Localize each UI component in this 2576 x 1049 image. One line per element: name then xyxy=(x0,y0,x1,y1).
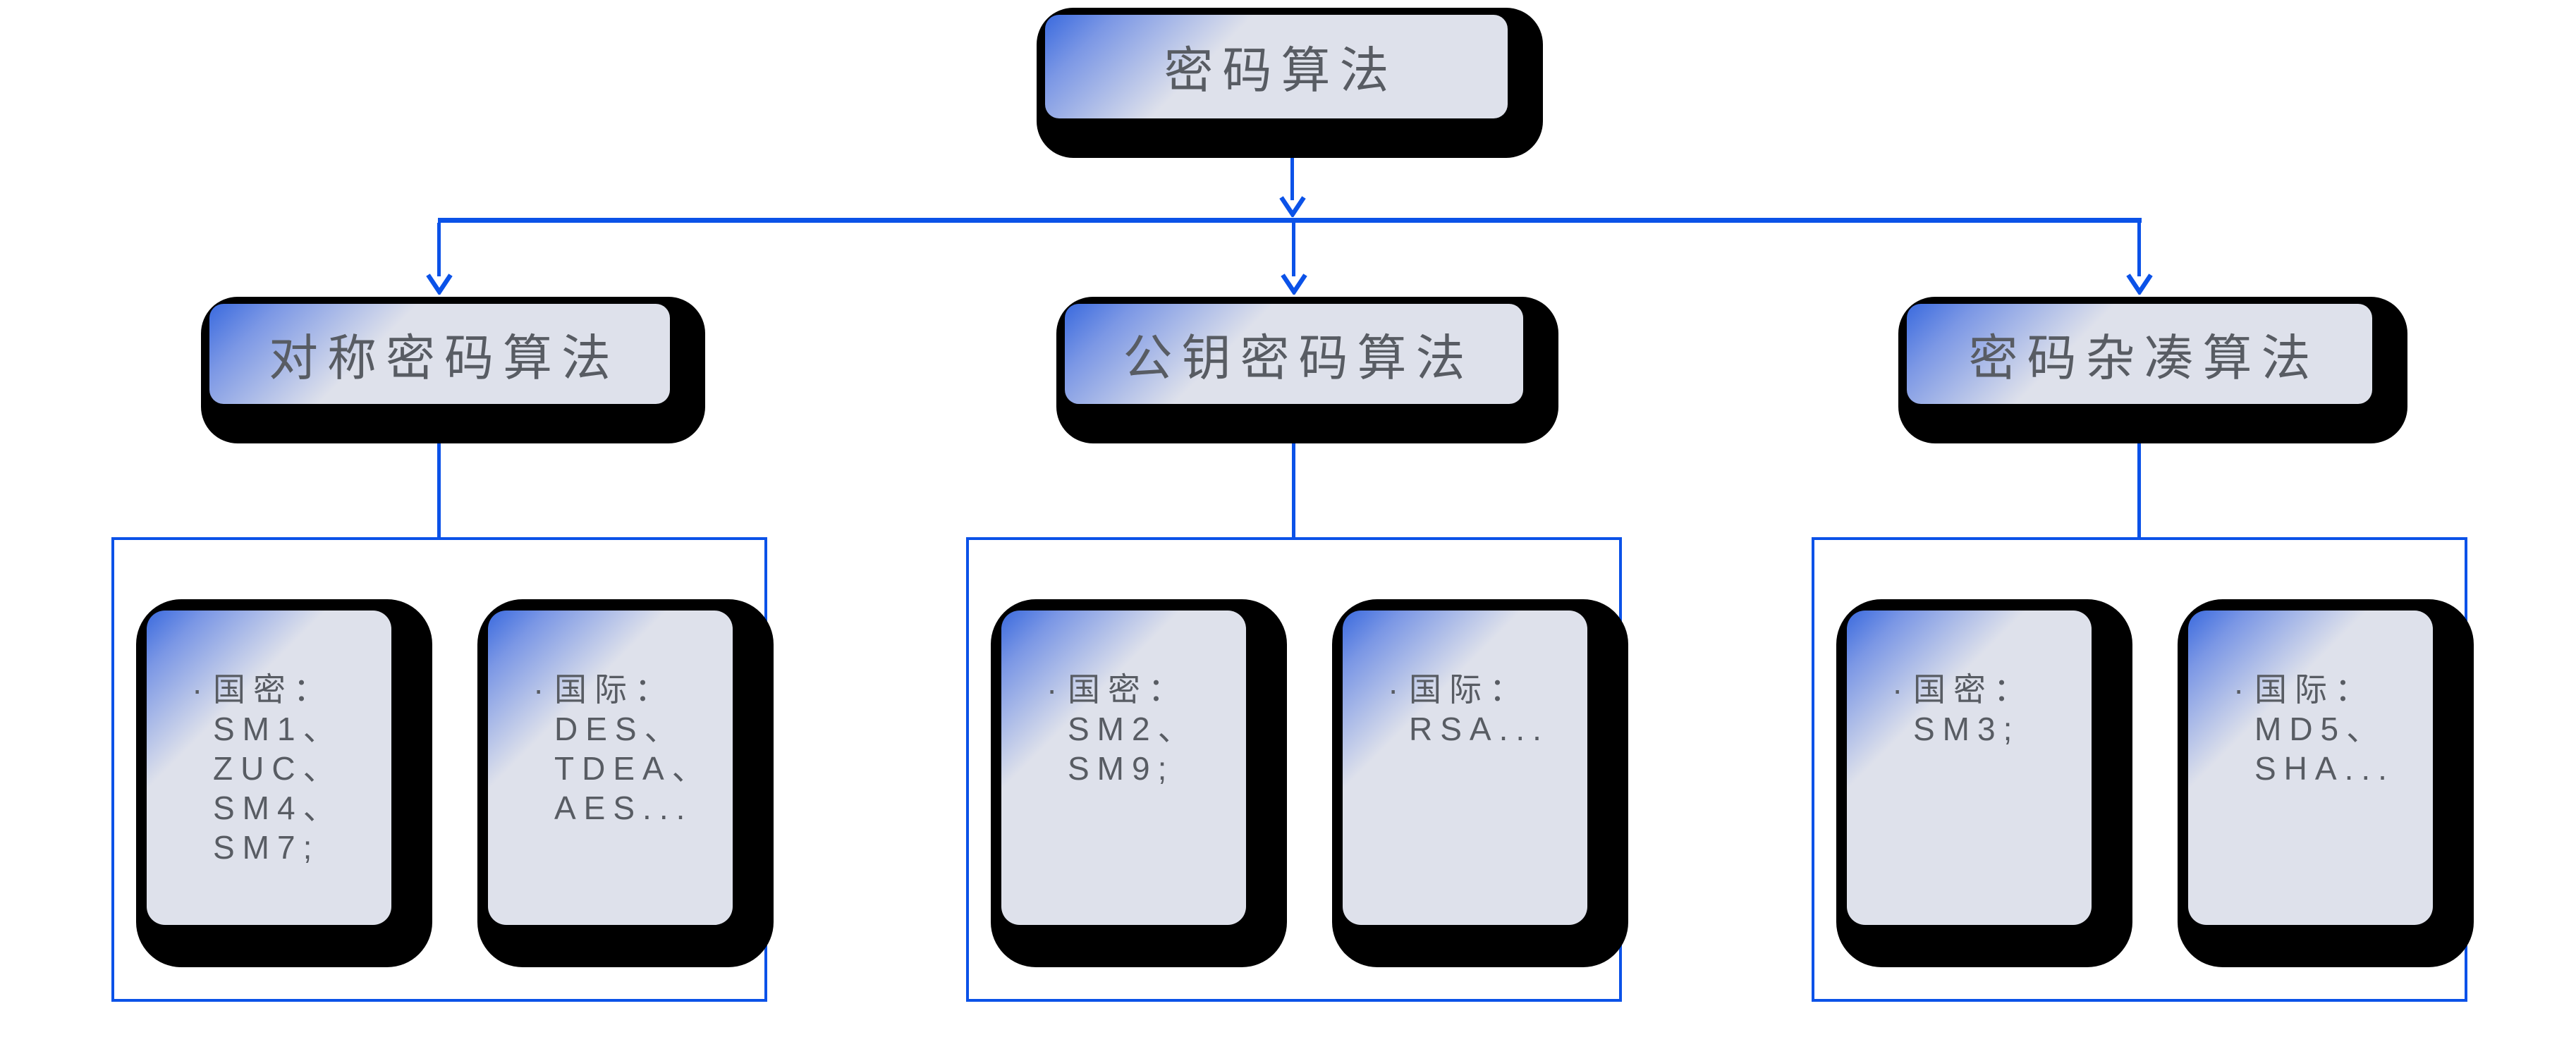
leaf-line: TDEA、 xyxy=(554,750,712,787)
bullet-icon: · xyxy=(533,671,544,708)
leaf-line: · 国密： xyxy=(1892,670,2079,709)
leaf-line: SHA... xyxy=(2254,750,2395,787)
connector-drop-left xyxy=(437,223,441,276)
leaf-card-hash-domestic: · 国密：SM3; xyxy=(1847,611,2092,925)
leaf-line: SM3; xyxy=(1913,711,2020,747)
connector-branch-stem-left xyxy=(437,398,441,539)
leaf-card-hash-international: ·国际：MD5、SHA... xyxy=(2188,611,2433,925)
bullet-icon: · xyxy=(2233,671,2245,708)
arrowhead-down-icon xyxy=(1279,196,1306,217)
bullet-icon: · xyxy=(192,671,203,708)
leaf-line: SM9; xyxy=(1068,750,1175,787)
leaf-line-text: 国密： xyxy=(1913,671,2034,708)
leaf-line: DES、 xyxy=(554,711,685,747)
leaf-line: SM1、 xyxy=(213,711,343,747)
leaf-line-text: 国密： xyxy=(1068,671,1188,708)
branch-node-hash: 密码杂凑算法 xyxy=(1907,304,2372,404)
leaf-line: RSA... xyxy=(1409,711,1549,747)
leaf-line: · 国际： xyxy=(533,670,720,709)
connector-branch-stem-center xyxy=(1292,398,1295,539)
leaf-card-symmetric-international: · 国际：DES、TDEA、AES... xyxy=(488,611,733,925)
leaf-line: · 国密： xyxy=(1046,670,1233,709)
connector-rail xyxy=(438,218,2142,223)
bullet-icon: · xyxy=(1046,671,1058,708)
arrowhead-down-icon xyxy=(2126,274,2153,295)
connector-branch-stem-right xyxy=(2137,398,2141,539)
leaf-line: · 国密： xyxy=(192,670,379,709)
branch-node-label: 公钥密码算法 xyxy=(1123,330,1475,386)
leaf-line-text: 国际： xyxy=(2254,671,2375,708)
connector-drop-right xyxy=(2137,223,2141,276)
leaf-line: SM7; xyxy=(213,829,320,866)
branch-node-public-key: 公钥密码算法 xyxy=(1065,304,1523,404)
bullet-icon: · xyxy=(1892,671,1903,708)
leaf-line: ·国际： xyxy=(2233,670,2420,709)
leaf-card-public-key-domestic: · 国密：SM2、SM9; xyxy=(1001,611,1246,925)
leaf-line: SM4、 xyxy=(213,790,343,826)
leaf-card-symmetric-domestic: · 国密：SM1、ZUC、SM4、SM7; xyxy=(147,611,391,925)
arrowhead-down-icon xyxy=(1281,274,1307,295)
root-node: 密码算法 xyxy=(1045,15,1508,118)
leaf-line-text: 国际： xyxy=(554,671,675,708)
bullet-icon: · xyxy=(1388,671,1399,708)
leaf-line: · 国际： xyxy=(1388,670,1575,709)
connector-drop-center xyxy=(1292,223,1295,276)
root-node-label: 密码算法 xyxy=(1164,43,1398,98)
leaf-line-text: 国际： xyxy=(1409,671,1530,708)
leaf-line: AES... xyxy=(554,790,693,826)
leaf-line-text: 国密： xyxy=(213,671,334,708)
leaf-line: SM2、 xyxy=(1068,711,1198,747)
leaf-line: ZUC、 xyxy=(213,750,343,787)
connector-root-stem xyxy=(1290,141,1294,200)
leaf-line: MD5、 xyxy=(2254,711,2387,747)
branch-node-label: 密码杂凑算法 xyxy=(1968,330,2320,386)
leaf-card-public-key-international: · 国际：RSA... xyxy=(1343,611,1587,925)
branch-node-label: 对称密码算法 xyxy=(269,330,620,386)
arrowhead-down-icon xyxy=(426,274,453,295)
branch-node-symmetric: 对称密码算法 xyxy=(209,304,670,404)
